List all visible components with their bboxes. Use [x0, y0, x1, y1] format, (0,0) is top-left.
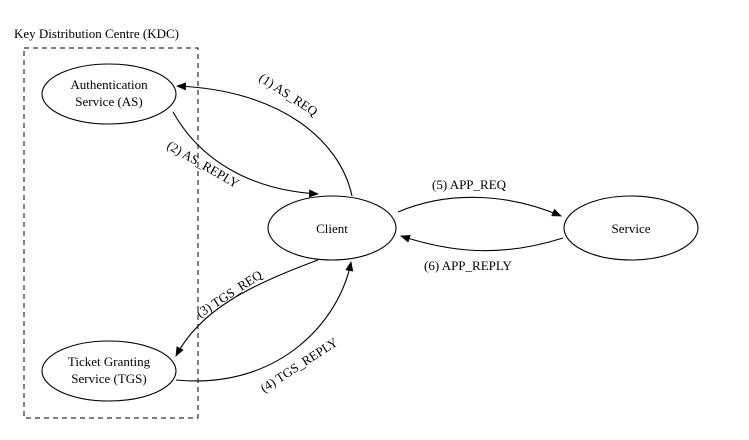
edge-as-reply [172, 111, 319, 198]
tgs-label-line1: Ticket Granting [68, 354, 151, 369]
label-tgs-req: (3) TGS_REQ [193, 267, 265, 321]
client-label: Client [316, 221, 348, 236]
as-label-line2: Service (AS) [75, 94, 143, 109]
label-as-reply: (2) AS_REPLY [165, 138, 243, 192]
label-as-req: (1) AS_REQ [256, 70, 321, 119]
edge-app-req [397, 196, 562, 217]
tgs-label-line2: Service (TGS) [71, 371, 146, 386]
label-app-reply: (6) APP_REPLY [424, 258, 513, 273]
edge-tgs-req [175, 259, 319, 357]
service-label: Service [612, 221, 651, 236]
edge-as-req [176, 82, 353, 197]
node-authentication-service: Authentication Service (AS) [41, 63, 177, 125]
kdc-title: Key Distribution Centre (KDC) [14, 26, 179, 41]
edge-tgs-reply [175, 261, 354, 382]
node-service: Service [563, 195, 699, 261]
as-label-line1: Authentication [70, 77, 148, 92]
edge-app-reply [400, 234, 564, 252]
label-app-req: (5) APP_REQ [432, 177, 507, 192]
kdc-boundary [23, 47, 199, 419]
node-client: Client [267, 195, 397, 261]
node-ticket-granting-service: Ticket Granting Service (TGS) [41, 340, 177, 402]
